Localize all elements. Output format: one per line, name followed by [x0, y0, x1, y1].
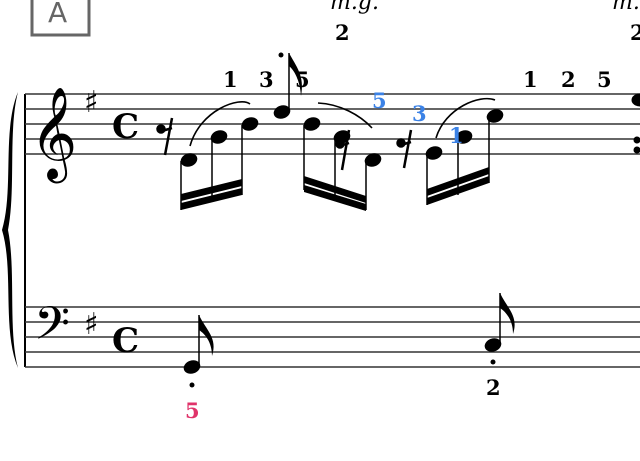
rehearsal-mark: A: [48, 0, 67, 29]
fingering-pink: 5: [185, 398, 200, 423]
note-group-3: [425, 93, 640, 205]
bass-key-signature: ♯: [84, 307, 99, 342]
fingering: 5: [295, 67, 310, 92]
expression-mg-2: m.: [612, 0, 640, 15]
grand-staff-brace: [2, 92, 18, 368]
fingering: 5: [597, 67, 612, 92]
treble-staff: [25, 93, 640, 155]
bass-note-1: [183, 315, 214, 388]
fingering: 1: [223, 67, 238, 92]
fingering: 3: [259, 67, 274, 92]
bass-time-signature-common: C: [112, 321, 139, 361]
fingering-blue: 5: [372, 88, 387, 113]
bass-staff: [25, 306, 640, 368]
fingering: 2: [630, 20, 640, 45]
treble-key-signature: ♯: [84, 85, 99, 120]
treble-time-signature-common: C: [112, 107, 139, 147]
fingering-blue: 1: [449, 123, 464, 148]
rehearsal-box: [30, 0, 91, 37]
treble-clef-icon: 𝄞: [30, 86, 77, 183]
fingering: 1: [523, 67, 538, 92]
fingering-blue: 3: [412, 101, 427, 126]
note-d5-sixteenth: [273, 52, 302, 119]
fingering: 2: [486, 375, 501, 400]
note-group-1: [180, 101, 259, 210]
note-group-2: [303, 102, 382, 211]
bass-clef-icon: 𝄢: [34, 297, 70, 362]
fingering: 2: [561, 67, 576, 92]
expression-mg: m.g.: [330, 0, 379, 15]
fingering: 2: [335, 20, 350, 45]
bass-note-2: [484, 293, 515, 365]
